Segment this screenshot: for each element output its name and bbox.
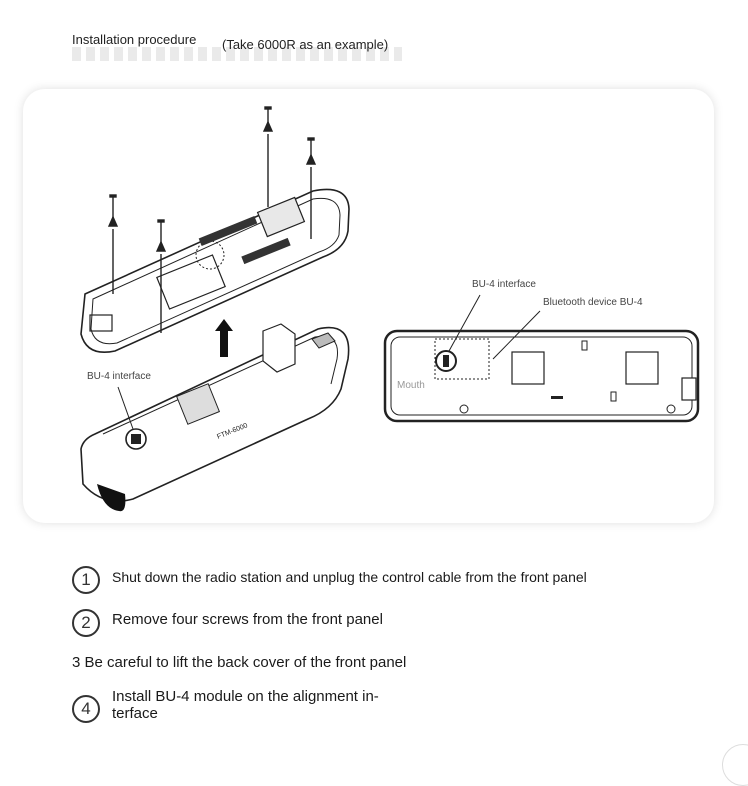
bu4-interface-label-right: BU-4 interface xyxy=(472,279,536,290)
step-3-text: 3 Be careful to lift the back cover of t… xyxy=(72,654,407,671)
corner-decoration xyxy=(722,744,748,786)
step-4: 4 Install BU-4 module on the alignment i… xyxy=(72,688,379,723)
header-ghost-text xyxy=(72,47,402,61)
step-4-text-line-2: terface xyxy=(112,705,158,722)
screws xyxy=(107,106,317,333)
step-2-number: 2 xyxy=(72,609,100,637)
step-4-text-line-1: Install BU-4 module on the alignment in- xyxy=(112,688,379,705)
step-4-number: 4 xyxy=(72,695,100,723)
installation-diagram: FTM-6000 xyxy=(80,106,700,512)
illustration-card: FTM-6000 B xyxy=(23,89,714,523)
front-panel-back-cover xyxy=(80,188,350,353)
bu4-interface-label-left: BU-4 interface xyxy=(87,371,151,382)
step-1-text: Shut down the radio station and unplug t… xyxy=(112,569,587,585)
step-1: 1 Shut down the radio station and unplug… xyxy=(72,566,587,594)
step-2-text: Remove four screws from the front panel xyxy=(112,611,383,628)
page-header: Installation procedure (Take 6000R as an… xyxy=(72,31,402,61)
bluetooth-board xyxy=(383,329,700,423)
mouth-label: Mouth xyxy=(397,380,425,391)
page-subtitle: (Take 6000R as an example) xyxy=(222,37,389,52)
bluetooth-device-label: Bluetooth device BU-4 xyxy=(543,297,643,308)
lift-arrow xyxy=(215,319,233,357)
front-panel-base: FTM-6000 xyxy=(80,323,350,512)
step-2: 2 Remove four screws from the front pane… xyxy=(72,609,383,637)
step-4-text-block: Install BU-4 module on the alignment in-… xyxy=(112,688,379,722)
step-1-number: 1 xyxy=(72,566,100,594)
page-title: Installation procedure xyxy=(72,32,197,47)
